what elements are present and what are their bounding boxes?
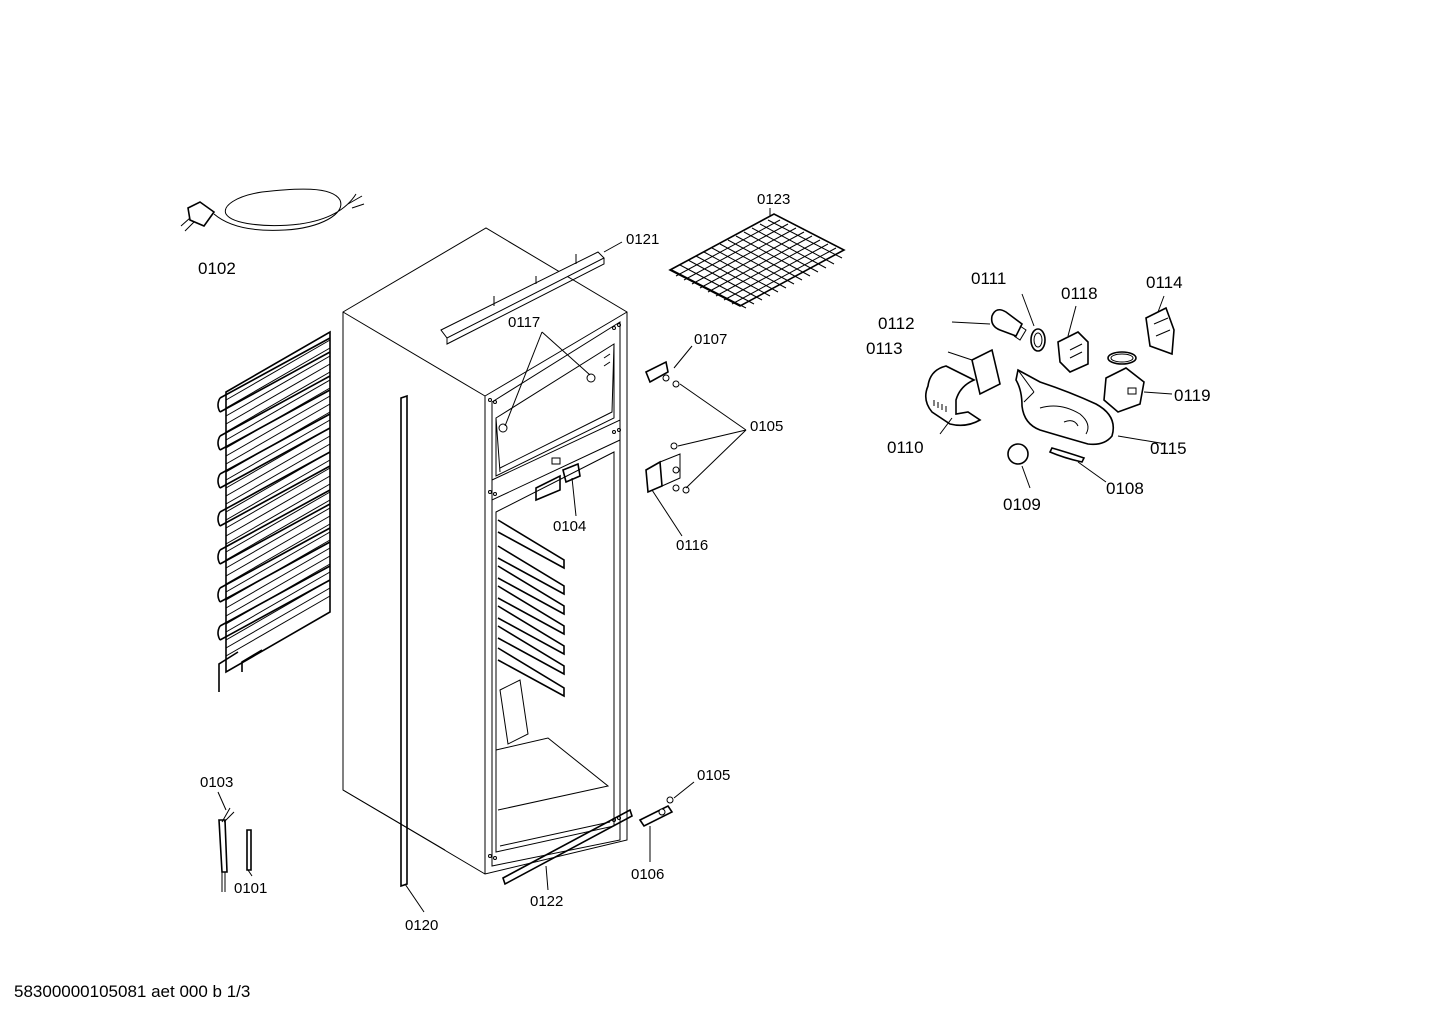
label-0103: 0103 (200, 774, 233, 791)
label-0101: 0101 (234, 880, 267, 897)
label-0109: 0109 (1003, 495, 1041, 514)
label-0108: 0108 (1106, 479, 1144, 498)
label-0106: 0106 (631, 866, 664, 883)
label-0122: 0122 (530, 893, 563, 910)
lamp-assembly-part (924, 306, 1175, 465)
label-0116: 0116 (676, 537, 708, 554)
label-0112: 0112 (878, 314, 915, 333)
label-0105-upper: 0105 (750, 418, 783, 435)
sensor-part (218, 807, 252, 892)
upper-hinge-part (644, 360, 690, 494)
label-0118: 0118 (1061, 284, 1098, 303)
label-0113: 0113 (866, 339, 903, 358)
label-0115: 0115 (1150, 439, 1187, 458)
cabinet-part (342, 227, 628, 888)
lower-hinge-part (638, 796, 674, 828)
label-0114: 0114 (1146, 273, 1183, 292)
bottom-strip-part (502, 808, 633, 886)
condenser-part (217, 330, 331, 692)
label-0117: 0117 (508, 314, 540, 331)
label-0107: 0107 (694, 331, 727, 348)
label-0123: 0123 (757, 191, 790, 208)
label-0105-lower: 0105 (697, 767, 730, 784)
label-0104: 0104 (553, 518, 586, 535)
label-0110: 0110 (887, 438, 924, 457)
wire-shelf-part (668, 213, 846, 309)
label-0120: 0120 (405, 917, 438, 934)
label-0102: 0102 (198, 259, 236, 278)
power-cord-part (180, 188, 365, 232)
leader-lines (217, 208, 1173, 913)
label-0111: 0111 (971, 269, 1006, 288)
label-0121: 0121 (626, 231, 659, 248)
top-rail-part (440, 251, 605, 345)
document-id-footer: 58300000105081 aet 000 b 1/3 (14, 982, 250, 1001)
label-0119: 0119 (1174, 386, 1211, 405)
